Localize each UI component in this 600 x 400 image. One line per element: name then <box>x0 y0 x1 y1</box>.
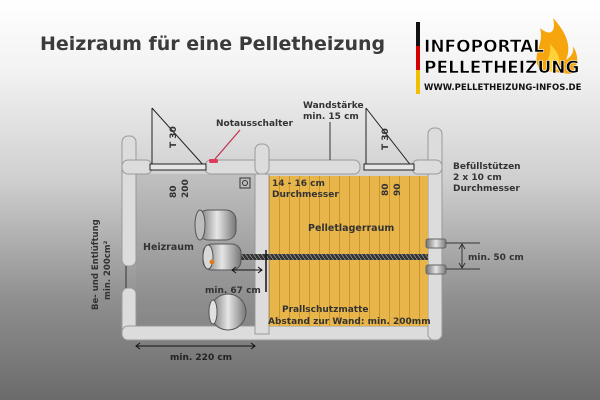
emergency-switch-leader <box>214 129 241 160</box>
label-befuell-3: Durchmesser <box>453 184 520 194</box>
door-2-t30: T 30 <box>381 128 391 150</box>
label-befuell-1: Befüllstützen <box>453 162 521 172</box>
flag-black <box>416 22 420 46</box>
emergency-switch-icon <box>209 159 218 163</box>
door-1-swing <box>151 107 206 168</box>
label-min67: min. 67 cm <box>205 286 261 296</box>
logo-line1: INFOPORTAL <box>424 37 544 57</box>
fill-pipe-lower <box>425 264 447 275</box>
burner-flame-icon <box>209 259 215 265</box>
flag-gold <box>416 70 420 94</box>
door-1 <box>149 107 207 171</box>
page-title: Heizraum für eine Pelletheizung <box>40 33 385 55</box>
label-pelletlager: Pelletlagerraum <box>308 223 394 234</box>
fill-pipe-upper <box>425 238 447 249</box>
label-min220: min. 220 cm <box>170 353 232 363</box>
flag-red <box>416 46 420 70</box>
buffer-tank-end <box>208 299 218 325</box>
door-1-frame <box>149 163 207 171</box>
dim-220-arrows <box>135 342 256 350</box>
wall-bottom <box>121 325 443 341</box>
buffer-tank <box>208 293 247 331</box>
dim-67-arrows <box>231 266 263 274</box>
burner <box>202 243 242 271</box>
label-min50: min. 50 cm <box>468 253 524 263</box>
label-prall-1: Prallschutzmatte <box>282 305 368 315</box>
pelletlager-floor <box>269 176 428 326</box>
wall-top-middle <box>204 159 361 175</box>
dim-50-arrows <box>458 243 466 269</box>
label-befuell-2: 2 x 10 cm <box>453 173 502 183</box>
door-1-width: 80 <box>169 185 179 198</box>
logo: INFOPORTAL PELLETHEIZUNG WWW.PELLETHEIZU… <box>416 18 582 94</box>
logo-url: WWW.PELLETHEIZUNG-INFOS.DE <box>424 83 582 93</box>
burner-end <box>202 244 214 270</box>
door-2-width: 80 <box>381 183 391 196</box>
screw-conveyor <box>262 254 428 260</box>
wall-top-stub <box>254 143 270 175</box>
door-2-swing <box>365 107 413 168</box>
door-2 <box>363 107 415 171</box>
chimney-opening <box>239 177 251 189</box>
boiler-end <box>194 209 206 241</box>
label-wandstaerke-1: Wandstärke <box>303 101 364 111</box>
chimney-opening-circle <box>242 180 248 186</box>
flame-icon <box>536 18 578 74</box>
wall-top-right <box>411 159 443 175</box>
door-1-height: 200 <box>181 179 191 198</box>
flame-core-icon <box>546 44 560 72</box>
screw-conveyor-inner <box>240 254 262 260</box>
label-heizraum: Heizraum <box>143 242 194 253</box>
label-wandstaerke-2: min. 15 cm <box>303 112 359 122</box>
door-2-frame <box>363 163 415 171</box>
wall-top-left <box>121 159 153 175</box>
fill-pipes <box>425 238 447 275</box>
door-1-t30: T 30 <box>169 126 179 148</box>
label-prall-2: Abstand zur Wand: min. 200mm <box>268 317 431 327</box>
label-notausschalter: Notausschalter <box>216 119 294 129</box>
label-durchmesser-2: Durchmesser <box>272 190 339 200</box>
label-durchmesser-1: 14 - 16 cm <box>272 179 325 189</box>
label-lueftung-2: min. 200cm² <box>103 240 113 300</box>
label-lueftung-1: Be- und Entlüftung <box>91 219 101 310</box>
logo-line2: PELLETHEIZUNG <box>424 58 579 78</box>
wall-left-upper <box>121 135 137 267</box>
door-2-height: 90 <box>393 183 403 196</box>
boiler <box>194 209 237 241</box>
